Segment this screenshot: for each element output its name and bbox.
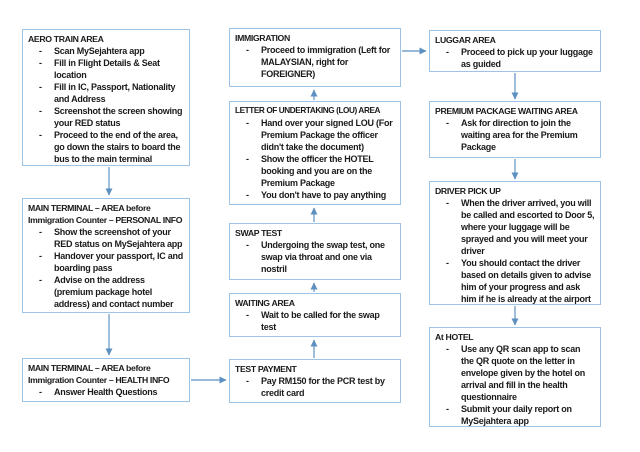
bullet-text: Hand over your signed LOU (For Premium P… <box>261 118 393 152</box>
bullet-text: When the driver arrived, you will be cal… <box>461 198 595 256</box>
flow-node-letter-of-undertaking-area: LETTER OF UNDERTAKING (LOU) AREA - Hand … <box>229 101 401 205</box>
bullet-dash: - <box>39 58 42 68</box>
flow-node-luggar-area: LUGGAR AREA - Proceed to pick up your lu… <box>429 30 601 72</box>
bullet-text: Advise on the address (premium package h… <box>54 275 174 309</box>
bullet-dash: - <box>446 344 449 354</box>
bullet-text: Answer Health Questions <box>54 387 158 397</box>
bullet-item: - Proceed to the end of the area, go dow… <box>28 129 184 165</box>
bullet-text: You should contact the driver based on d… <box>461 258 592 304</box>
bullet-dash: - <box>39 46 42 56</box>
bullet-item: - Wait to be called for the swap test <box>235 309 395 333</box>
bullet-dash: - <box>446 118 449 128</box>
bullet-item: - Advise on the address (premium package… <box>28 274 184 310</box>
bullet-text: Proceed to the end of the area, go down … <box>54 130 181 164</box>
bullet-item: - When the driver arrived, you will be c… <box>435 197 595 257</box>
bullet-dash: - <box>246 154 249 164</box>
flow-node-main-terminal-health-info: MAIN TERMINAL – AREA before Immigration … <box>22 358 190 402</box>
bullet-text: Ask for direction to join the waiting ar… <box>461 118 578 152</box>
bullet-item: - You should contact the driver based on… <box>435 257 595 305</box>
flow-node-aero-train-area: AERO TRAIN AREA - Scan MySejahtera app -… <box>22 29 190 166</box>
bullet-dash: - <box>39 251 42 261</box>
bullet-text: Screenshot the screen showing your RED s… <box>54 106 183 128</box>
bullet-text: Fill in IC, Passport, Nationality and Ad… <box>54 82 176 104</box>
bullet-text: Use any QR scan app to scan the QR quote… <box>461 344 586 402</box>
bullet-text: Wait to be called for the swap test <box>261 310 380 332</box>
bullet-item: - Hand over your signed LOU (For Premium… <box>235 117 395 153</box>
bullet-dash: - <box>246 118 249 128</box>
bullet-text: You don't have to pay anything <box>261 190 386 200</box>
node-title: AERO TRAIN AREA <box>28 34 104 44</box>
node-title: SWAP TEST <box>235 228 282 238</box>
bullet-dash: - <box>39 82 42 92</box>
flow-node-immigration: IMMIGRATION - Proceed to immigration (Le… <box>229 28 401 87</box>
bullet-text: Handover your passport, IC and boarding … <box>54 251 184 273</box>
bullet-item: - Screenshot the screen showing your RED… <box>28 105 184 129</box>
node-title: TEST PAYMENT <box>235 364 297 374</box>
node-title: MAIN TERMINAL – AREA before Immigration … <box>28 203 183 225</box>
node-title: LETTER OF UNDERTAKING (LOU) AREA <box>235 106 381 115</box>
bullet-dash: - <box>246 190 249 200</box>
bullet-item: - Undergoing the swap test, one swap via… <box>235 239 395 275</box>
bullet-text: Fill in Flight Details & Seat location <box>54 58 160 80</box>
node-title: PREMIUM PACKAGE WAITING AREA <box>435 106 578 116</box>
bullet-item: - Ask for direction to join the waiting … <box>435 117 595 153</box>
bullet-text: Show the screenshot of your RED status o… <box>54 227 183 249</box>
flow-node-driver-pick-up: DRIVER PICK UP - When the driver arrived… <box>429 181 601 305</box>
node-title: WAITING AREA <box>235 298 295 308</box>
bullet-item: - Proceed to immigration (Left for MALAY… <box>235 44 395 80</box>
bullet-text: Proceed to pick up your luggage as guide… <box>461 47 593 69</box>
node-title: IMMIGRATION <box>235 33 290 43</box>
bullet-dash: - <box>39 387 42 397</box>
bullet-dash: - <box>246 45 249 55</box>
bullet-dash: - <box>39 227 42 237</box>
bullet-item: - Handover your passport, IC and boardin… <box>28 250 184 274</box>
bullet-item: - Show the officer the HOTEL booking and… <box>235 153 395 189</box>
bullet-dash: - <box>246 310 249 320</box>
bullet-dash: - <box>39 106 42 116</box>
flow-node-at-hotel: At HOTEL - Use any QR scan app to scan t… <box>429 327 601 427</box>
bullet-item: - Proceed to pick up your luggage as gui… <box>435 46 595 70</box>
bullet-item: - Fill in IC, Passport, Nationality and … <box>28 81 184 105</box>
flow-node-waiting-area: WAITING AREA - Wait to be called for the… <box>229 293 401 337</box>
node-title: At HOTEL <box>435 332 474 342</box>
bullet-dash: - <box>446 258 449 268</box>
bullet-item: - Fill in Flight Details & Seat location <box>28 57 184 81</box>
bullet-text: Show the officer the HOTEL booking and y… <box>261 154 374 188</box>
bullet-item: - Scan MySejahtera app <box>28 45 184 57</box>
bullet-text: Submit your daily report on MySejahtera … <box>461 404 572 426</box>
bullet-dash: - <box>446 198 449 208</box>
bullet-item: - You don't have to pay anything <box>235 189 395 201</box>
flow-node-swap-test: SWAP TEST - Undergoing the swap test, on… <box>229 223 401 280</box>
bullet-item: - Use any QR scan app to scan the QR quo… <box>435 343 595 403</box>
bullet-dash: - <box>39 275 42 285</box>
bullet-dash: - <box>246 240 249 250</box>
bullet-dash: - <box>246 376 249 386</box>
node-title: LUGGAR AREA <box>435 35 496 45</box>
bullet-item: - Answer Health Questions <box>28 386 184 398</box>
bullet-item: - Submit your daily report on MySejahter… <box>435 403 595 427</box>
bullet-text: Pay RM150 for the PCR test by credit car… <box>261 376 385 398</box>
flow-node-premium-package-waiting-area: PREMIUM PACKAGE WAITING AREA - Ask for d… <box>429 101 601 158</box>
node-title: DRIVER PICK UP <box>435 186 501 196</box>
bullet-dash: - <box>39 130 42 140</box>
bullet-dash: - <box>446 404 449 414</box>
bullet-text: Proceed to immigration (Left for MALAYSI… <box>261 45 391 79</box>
bullet-item: - Show the screenshot of your RED status… <box>28 226 184 250</box>
node-title: MAIN TERMINAL – AREA before Immigration … <box>28 363 170 385</box>
bullet-text: Undergoing the swap test, one swap via t… <box>261 240 385 274</box>
bullet-item: - Pay RM150 for the PCR test by credit c… <box>235 375 395 399</box>
bullet-text: Scan MySejahtera app <box>54 46 145 56</box>
flow-node-main-terminal-personal-info: MAIN TERMINAL – AREA before Immigration … <box>22 198 190 313</box>
bullet-dash: - <box>446 47 449 57</box>
flow-node-test-payment: TEST PAYMENT - Pay RM150 for the PCR tes… <box>229 359 401 403</box>
